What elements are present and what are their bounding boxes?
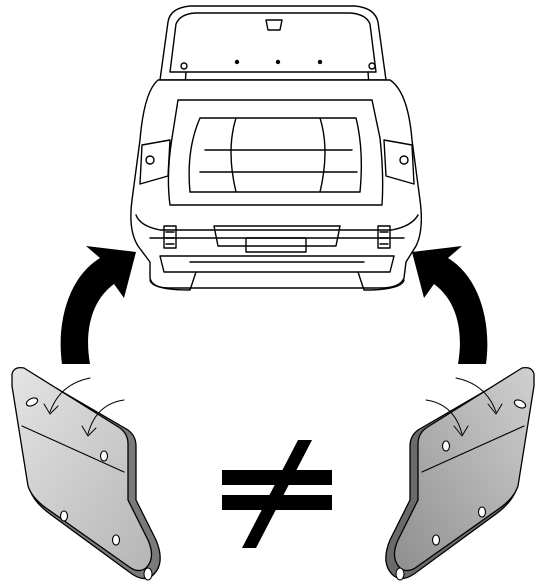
rear-diffuser — [159, 255, 395, 273]
trunk-lid-badge — [265, 19, 283, 31]
taillight-right — [383, 139, 415, 185]
car-rear-open-trunk-icon — [130, 5, 423, 291]
rotate-hint-arrow-icon — [87, 399, 125, 435]
rotate-hint-arrow-icon — [425, 399, 463, 435]
bracket-left-face — [11, 366, 153, 572]
trunk-lid — [159, 5, 387, 81]
taillight-left — [139, 139, 171, 185]
bracket-right-face — [393, 366, 535, 572]
wheel-left — [149, 271, 197, 291]
car-body — [130, 79, 423, 289]
trunk-interior — [188, 117, 363, 193]
curved-arrow-right-icon — [412, 246, 488, 364]
trunk-lid-inner — [169, 12, 377, 73]
wheel-right — [357, 271, 405, 291]
curved-arrow-left-icon — [60, 246, 137, 364]
rotate-hint-arrow-icon — [49, 377, 91, 413]
license-plate-area — [213, 225, 341, 247]
not-equal-icon — [222, 440, 332, 548]
rotate-hint-arrow-icon — [455, 377, 497, 413]
rear-bumper — [135, 214, 419, 231]
bracket-right — [385, 366, 535, 581]
bracket-left — [11, 366, 161, 581]
